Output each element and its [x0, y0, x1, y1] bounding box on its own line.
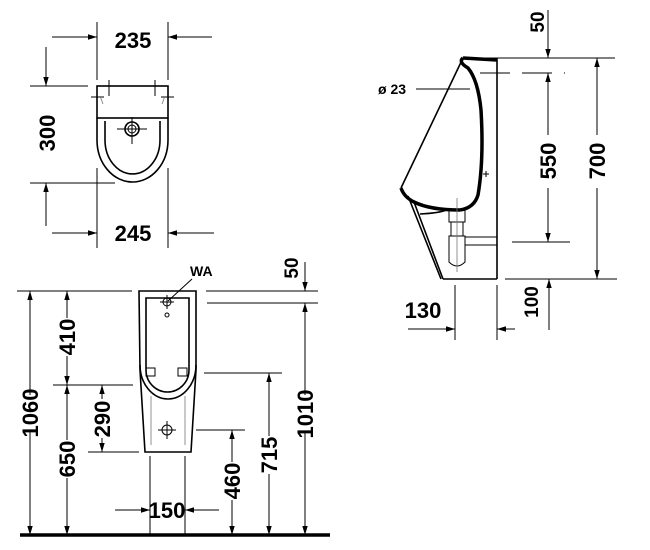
side-view-outline: [399, 56, 498, 280]
label-wa: WA: [190, 263, 213, 279]
label-diameter: ø 23: [378, 81, 406, 97]
dim-50-front: 50: [282, 257, 303, 278]
dim-460: 460: [220, 463, 245, 500]
dim-410: 410: [55, 319, 80, 356]
dim-100: 100: [522, 286, 543, 318]
front-view-outline: [138, 290, 197, 453]
dim-1060: 1060: [18, 389, 43, 438]
dim-150: 150: [149, 498, 186, 523]
dim-130: 130: [405, 298, 442, 323]
side-view: ø 23 50 550 700 100 130: [378, 10, 617, 340]
dim-715: 715: [257, 437, 282, 474]
dim-650: 650: [55, 441, 80, 478]
dim-300: 300: [35, 115, 60, 152]
dim-290: 290: [90, 401, 115, 438]
top-view: 235 300 245: [30, 22, 214, 248]
dim-235: 235: [115, 28, 152, 53]
dim-245: 245: [115, 221, 152, 246]
dim-50-side: 50: [528, 11, 549, 32]
dim-1010: 1010: [293, 390, 318, 439]
top-view-outline: [91, 80, 174, 183]
front-view: WA 1060 410 650 290 460 715: [17, 257, 330, 537]
dim-700: 700: [585, 143, 610, 180]
dim-550: 550: [536, 143, 561, 180]
